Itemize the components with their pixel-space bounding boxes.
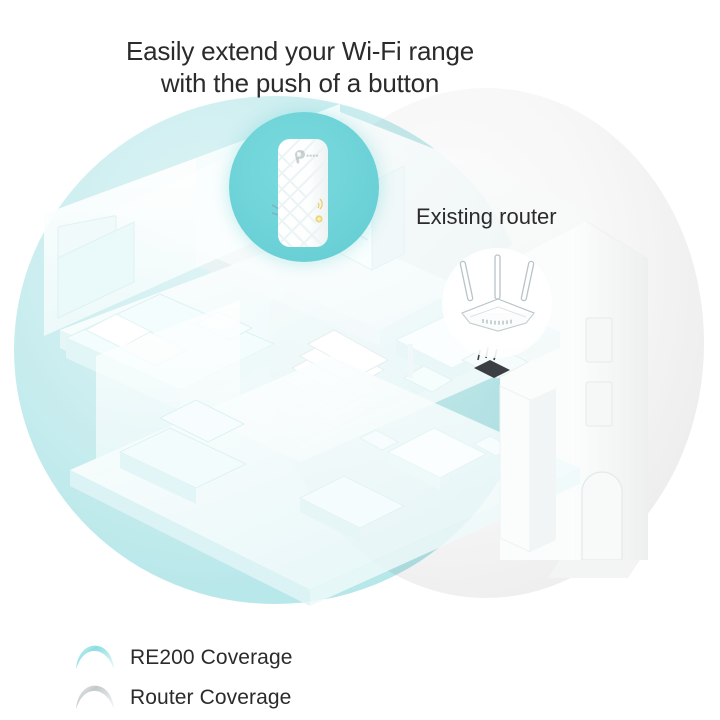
re200-arc-icon	[76, 645, 114, 669]
router-antennas	[459, 254, 535, 302]
plug-prong	[272, 204, 280, 216]
re200-extender-device	[272, 139, 328, 247]
wireless-router-device	[459, 254, 535, 332]
coverage-legend: RE200 Coverage Router Coverage	[74, 640, 293, 714]
legend-label-router: Router Coverage	[130, 685, 292, 709]
router-arc-icon	[76, 685, 114, 709]
legend-item-re200: RE200 Coverage	[74, 640, 293, 674]
legend-item-router: Router Coverage	[74, 680, 293, 714]
router-body	[461, 298, 535, 332]
headline-line-1: Easily extend your Wi-Fi range	[125, 36, 475, 66]
legend-label-re200: RE200 Coverage	[130, 645, 293, 669]
